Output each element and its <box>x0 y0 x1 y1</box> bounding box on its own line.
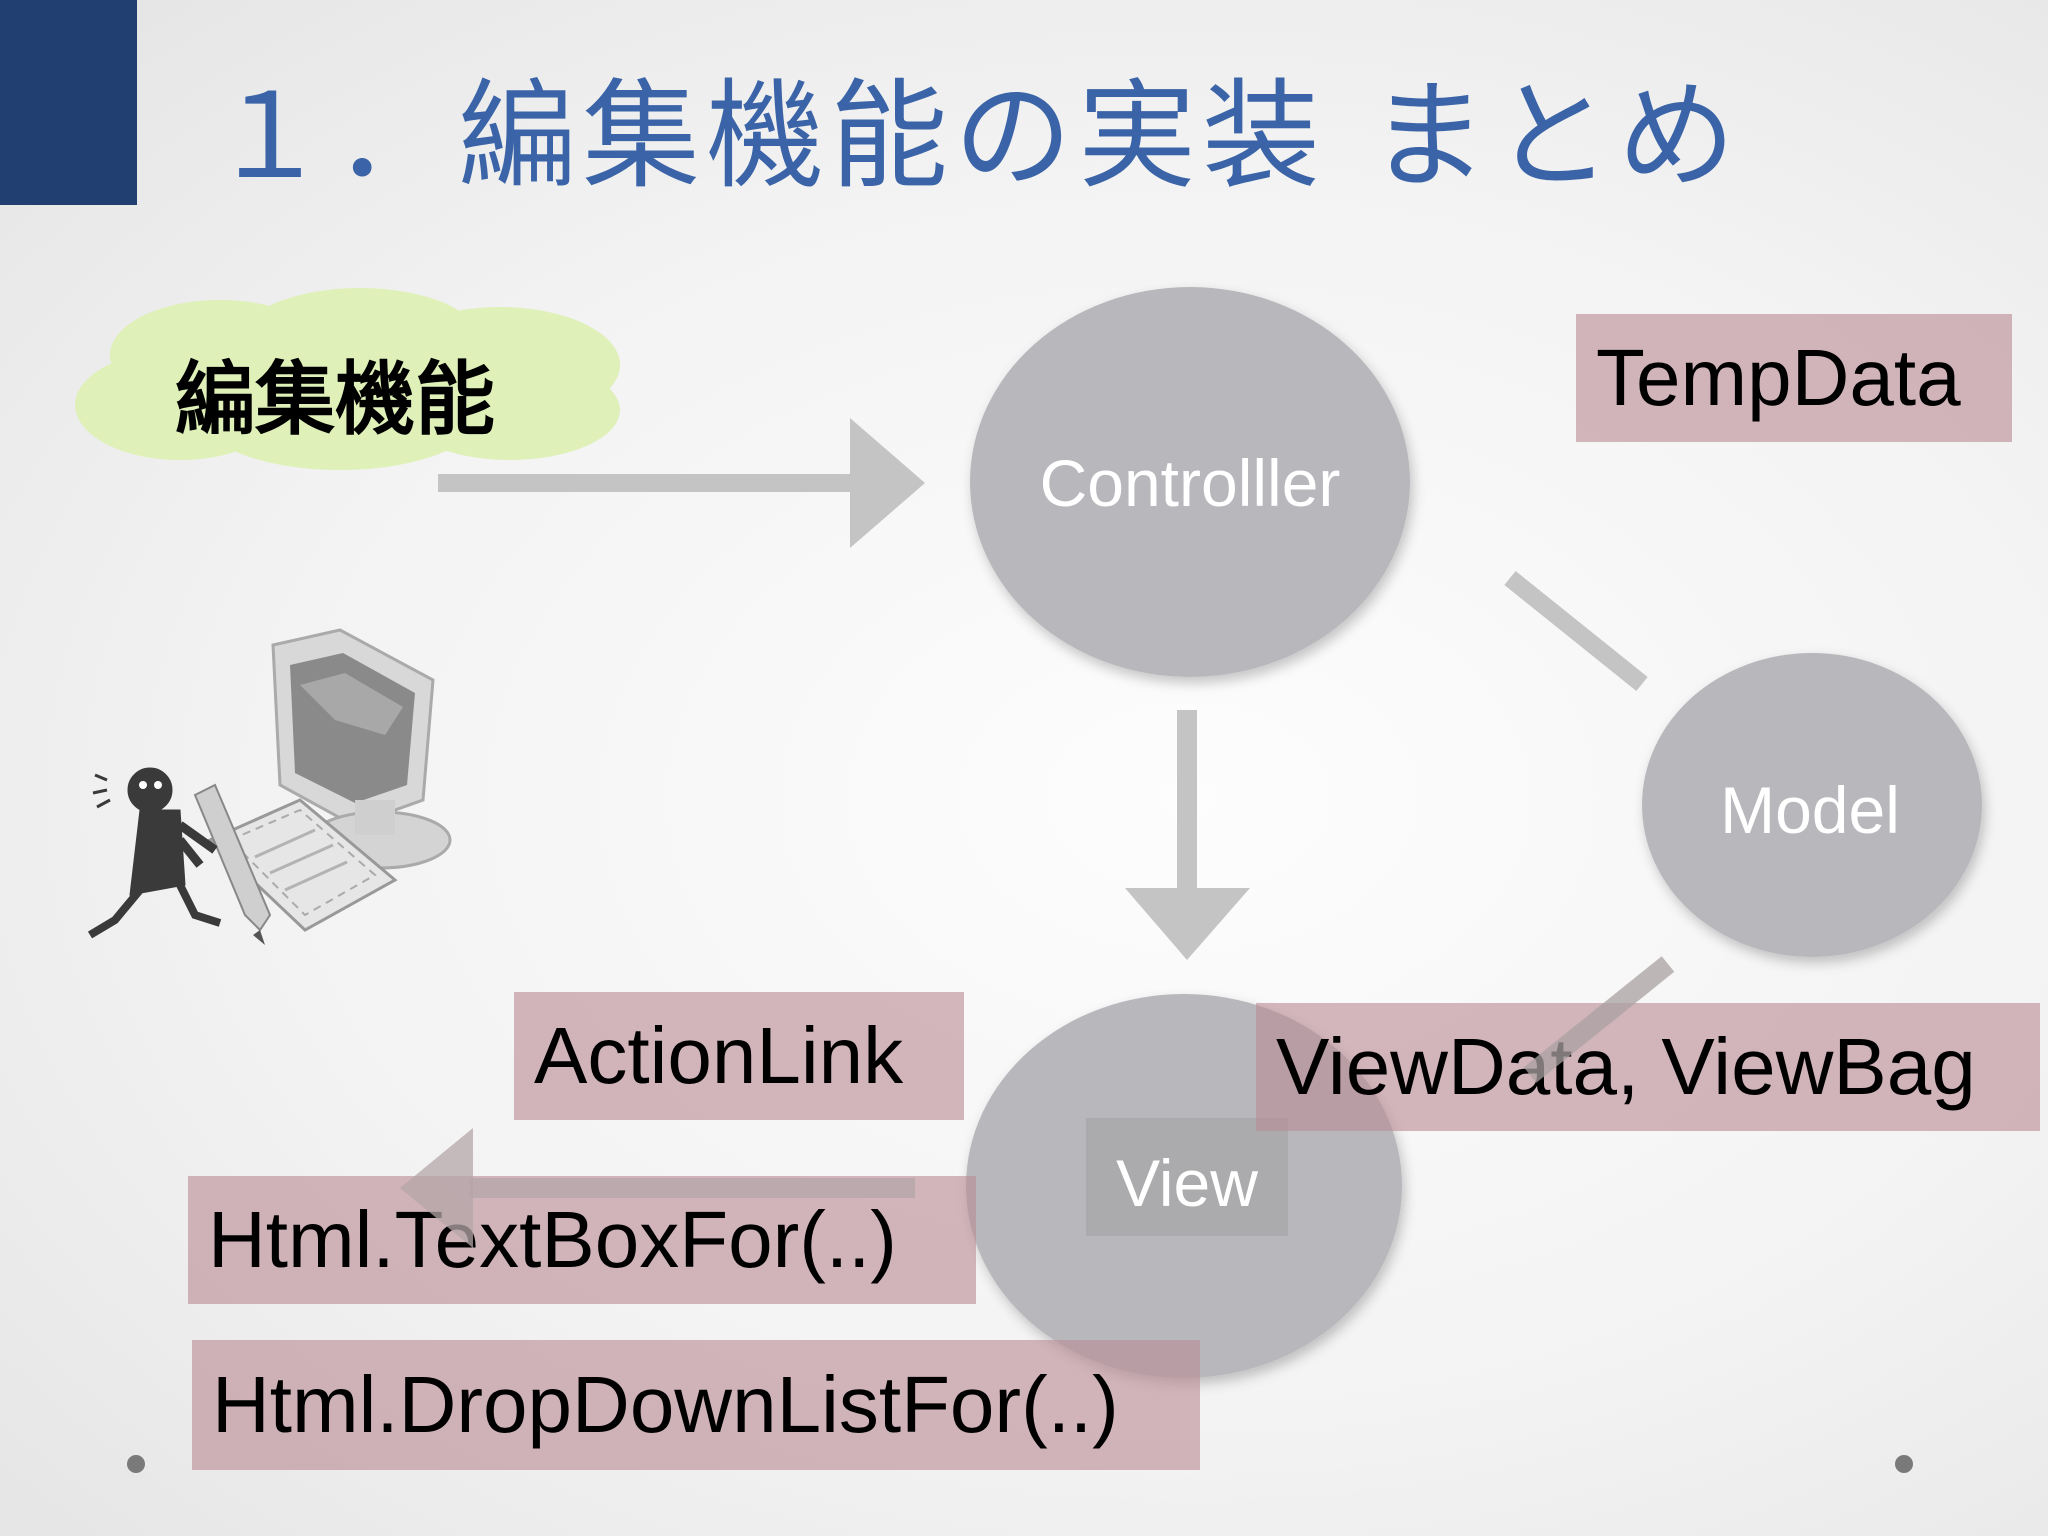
dropdownlistfor-tag: Html.DropDownListFor(..) <box>192 1340 1200 1470</box>
arrow-to-view <box>1125 710 1250 960</box>
person-at-computer-icon <box>87 628 452 945</box>
tempdata-tag: TempData <box>1576 314 2012 442</box>
textboxfor-tag: Html.TextBoxFor(..) <box>188 1176 976 1304</box>
actionlink-tag: ActionLink <box>514 992 964 1120</box>
slide-marker-right <box>1895 1455 1913 1473</box>
view-label: View <box>1116 1146 1258 1220</box>
controller-label: Controlller <box>1039 446 1341 520</box>
slide-title: １．編集機能の実装 まとめ <box>210 67 1742 205</box>
controller-model-connector <box>1504 570 1648 692</box>
controller-node <box>970 287 1410 677</box>
title-accent-block <box>0 0 137 205</box>
model-label: Model <box>1720 773 1900 847</box>
arrow-to-controller <box>438 418 925 548</box>
slide-marker-left <box>127 1455 145 1473</box>
cloud-label: 編集機能 <box>175 353 495 446</box>
cloud-shape <box>75 288 620 470</box>
model-node <box>1642 653 1982 957</box>
viewdata-tag: ViewData, ViewBag <box>1256 1003 2040 1131</box>
view-label-box <box>1086 1118 1288 1236</box>
